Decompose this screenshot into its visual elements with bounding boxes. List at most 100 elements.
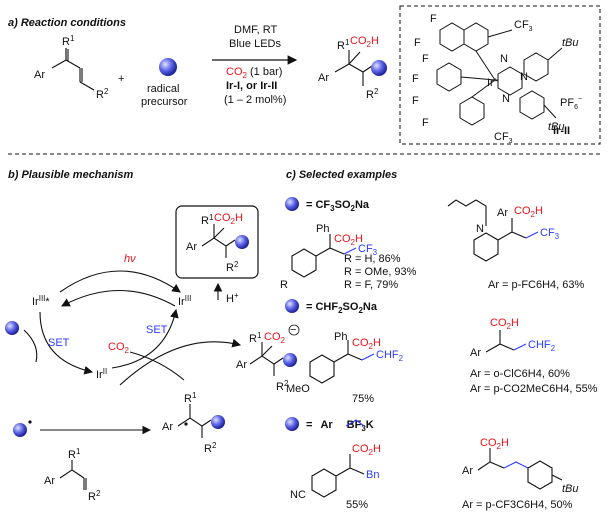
co2-b: CO2 bbox=[108, 341, 130, 355]
ex1-yield-ome: R = OMe, 93% bbox=[344, 266, 417, 278]
svg-text:CO2H: CO2H bbox=[352, 443, 381, 457]
ir-iii-star: IrIII* bbox=[32, 294, 50, 308]
section-a-title: a) Reaction conditions bbox=[8, 17, 126, 29]
ex3-yield: 55% bbox=[346, 499, 368, 511]
ex3b-structure: Ar CO2H tBu bbox=[462, 437, 579, 495]
ex1-sphere bbox=[285, 197, 299, 211]
tbu-bottom: tBu bbox=[548, 121, 565, 133]
svg-text:Ar: Ar bbox=[497, 207, 508, 219]
svg-text:CO2H: CO2H bbox=[334, 233, 363, 247]
ex2b-structure: Ar CO2H CHF2 bbox=[470, 317, 556, 359]
ex3-sphere bbox=[285, 417, 299, 431]
set-left-path bbox=[23, 329, 38, 363]
pf6-anion: PF6− bbox=[560, 96, 582, 111]
alkene-b: Ar R1 R2 bbox=[44, 447, 101, 503]
ir-ii-label: Ir-II bbox=[553, 125, 570, 137]
ex1-yield-f: R = F, 79% bbox=[344, 279, 398, 291]
svg-text:CO2H: CO2H bbox=[214, 212, 243, 226]
set-right-label: SET bbox=[146, 324, 168, 336]
f-label-1: F bbox=[430, 13, 437, 25]
svg-text:R2: R2 bbox=[204, 441, 217, 455]
ex2-sphere bbox=[285, 299, 299, 313]
svg-text:CO2H: CO2H bbox=[352, 337, 381, 351]
n-label-3: N bbox=[502, 93, 510, 105]
condition-catalysts: Ir-I, or Ir-II bbox=[226, 80, 277, 92]
svg-text:Ar: Ar bbox=[236, 359, 247, 371]
cf3-bottom: CF3 bbox=[494, 131, 513, 145]
excitation-arrow bbox=[59, 270, 181, 293]
tbu-top: tBu bbox=[562, 37, 579, 49]
svg-text:CO2: CO2 bbox=[264, 331, 286, 345]
section-c-title: c) Selected examples bbox=[286, 169, 397, 181]
svg-text:CO2H: CO2H bbox=[350, 35, 379, 49]
benzylic-radical: Ar R1 R2 bbox=[162, 391, 225, 455]
f-label-4: F bbox=[412, 73, 419, 85]
cf3-top: CF3 bbox=[514, 19, 533, 33]
r1-label: R1 bbox=[62, 34, 75, 48]
relaxation-arrow bbox=[61, 289, 176, 307]
n-label-1: N bbox=[500, 53, 508, 65]
condition-co2: CO2 (1 bar) bbox=[226, 66, 282, 80]
svg-text:CHF2: CHF2 bbox=[528, 339, 556, 353]
svg-text:Ar: Ar bbox=[44, 475, 55, 487]
svg-text:R1: R1 bbox=[68, 447, 81, 461]
svg-text:R1: R1 bbox=[201, 213, 214, 227]
svg-text:R2: R2 bbox=[366, 87, 379, 101]
carboxylation-arrow bbox=[119, 338, 242, 386]
precursor-sphere-b bbox=[5, 321, 19, 335]
svg-text:MeO: MeO bbox=[286, 383, 310, 395]
f-label-6: F bbox=[422, 117, 429, 129]
svg-text:tBu: tBu bbox=[562, 483, 579, 495]
condition-solvent: DMF, RT bbox=[234, 24, 277, 36]
quench-arrow bbox=[39, 311, 94, 375]
plus-sign: + bbox=[118, 73, 124, 85]
svg-text:NC: NC bbox=[290, 489, 306, 501]
ex1-structure: Ph CO2H CF3 R bbox=[280, 223, 378, 291]
svg-text:CF3: CF3 bbox=[540, 227, 560, 241]
ex1-header: = CF3SO2Na bbox=[306, 199, 370, 213]
precursor-label: precursor bbox=[141, 96, 188, 108]
svg-text:Bn: Bn bbox=[366, 469, 379, 481]
ex2-structure: Ph CO2H CHF2 MeO bbox=[286, 331, 404, 395]
svg-text:CHF2: CHF2 bbox=[376, 349, 404, 363]
condition-light: Blue LEDs bbox=[229, 38, 281, 50]
ir-ii: IrII bbox=[96, 367, 107, 381]
f-label-5: F bbox=[412, 95, 419, 107]
ex1-yield-h: R = H, 86% bbox=[344, 253, 401, 265]
co2-uptake bbox=[129, 351, 185, 381]
carboxylate-intermediate: Ar R1 CO2 − R2 bbox=[236, 324, 300, 393]
set-left-label: SET bbox=[48, 337, 70, 349]
svg-text:Ar: Ar bbox=[470, 347, 481, 359]
h-plus: H+ bbox=[226, 291, 239, 305]
svg-text:R1: R1 bbox=[249, 331, 262, 345]
ex2b-yield-1: Ar = o-ClC6H4, 60% bbox=[470, 368, 570, 380]
svg-text:R1: R1 bbox=[337, 38, 350, 52]
radical-sphere bbox=[13, 423, 27, 437]
svg-text:CO2H: CO2H bbox=[490, 317, 519, 331]
section-b-title: b) Plausible mechanism bbox=[8, 169, 134, 181]
svg-text:Ar: Ar bbox=[162, 421, 173, 433]
svg-text:R2: R2 bbox=[88, 489, 101, 503]
ex3-header-linker bbox=[345, 419, 365, 427]
svg-text:R1: R1 bbox=[184, 391, 197, 405]
svg-text:−: − bbox=[290, 324, 296, 336]
product-a: Ar R1 CO2H R2 bbox=[318, 35, 387, 101]
f-label-3: F bbox=[422, 53, 429, 65]
ar-label: Ar bbox=[34, 69, 45, 81]
svg-text:CO2H: CO2H bbox=[514, 205, 543, 219]
ir-complex-box bbox=[399, 5, 601, 145]
ex3b-yield: Ar = p-CF3C6H4, 50% bbox=[462, 499, 573, 511]
svg-text:R2: R2 bbox=[226, 260, 239, 274]
ex1b-yield: Ar = p-FC6H4, 63% bbox=[488, 279, 585, 291]
ir-iii: IrIII bbox=[178, 294, 191, 308]
svg-text:CO2H: CO2H bbox=[480, 437, 509, 451]
svg-text:R: R bbox=[280, 279, 288, 291]
ir-center: Ir+ bbox=[487, 77, 498, 89]
radical-dot bbox=[28, 420, 32, 424]
condition-loading: (1 – 2 mol%) bbox=[224, 94, 286, 106]
ex2b-yield-2: Ar = p-CO2MeC6H4, 55% bbox=[470, 383, 598, 395]
svg-text:CF3: CF3 bbox=[358, 243, 378, 257]
f-label-2: F bbox=[414, 37, 421, 49]
svg-text:Ar: Ar bbox=[318, 72, 329, 84]
